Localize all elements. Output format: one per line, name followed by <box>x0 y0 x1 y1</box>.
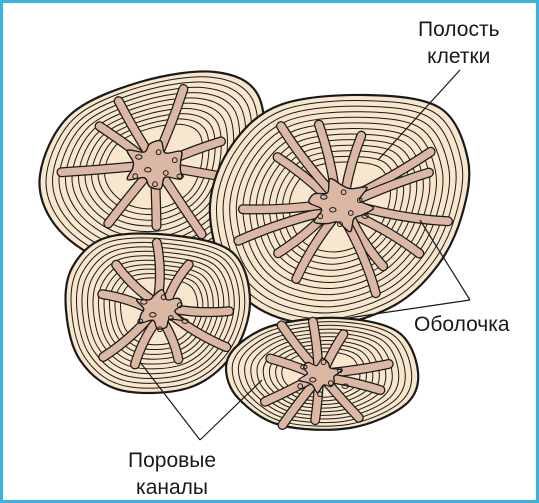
label-cell-cavity-line1: Полость <box>418 16 500 43</box>
label-cell-wall: Оболочка <box>414 311 510 338</box>
label-pore-canals-line1: Поровые <box>128 447 216 474</box>
cell-middle-left <box>65 233 250 393</box>
pore-canal <box>174 309 229 312</box>
pore-canal <box>157 243 160 298</box>
label-pore-canals-line2: каналы <box>128 474 216 501</box>
label-cell-cavity: Полость клетки <box>418 16 500 70</box>
label-cell-cavity-line2: клетки <box>418 43 500 70</box>
cell-bottom <box>226 318 418 430</box>
label-pore-canals: Поровые каналы <box>128 447 216 501</box>
